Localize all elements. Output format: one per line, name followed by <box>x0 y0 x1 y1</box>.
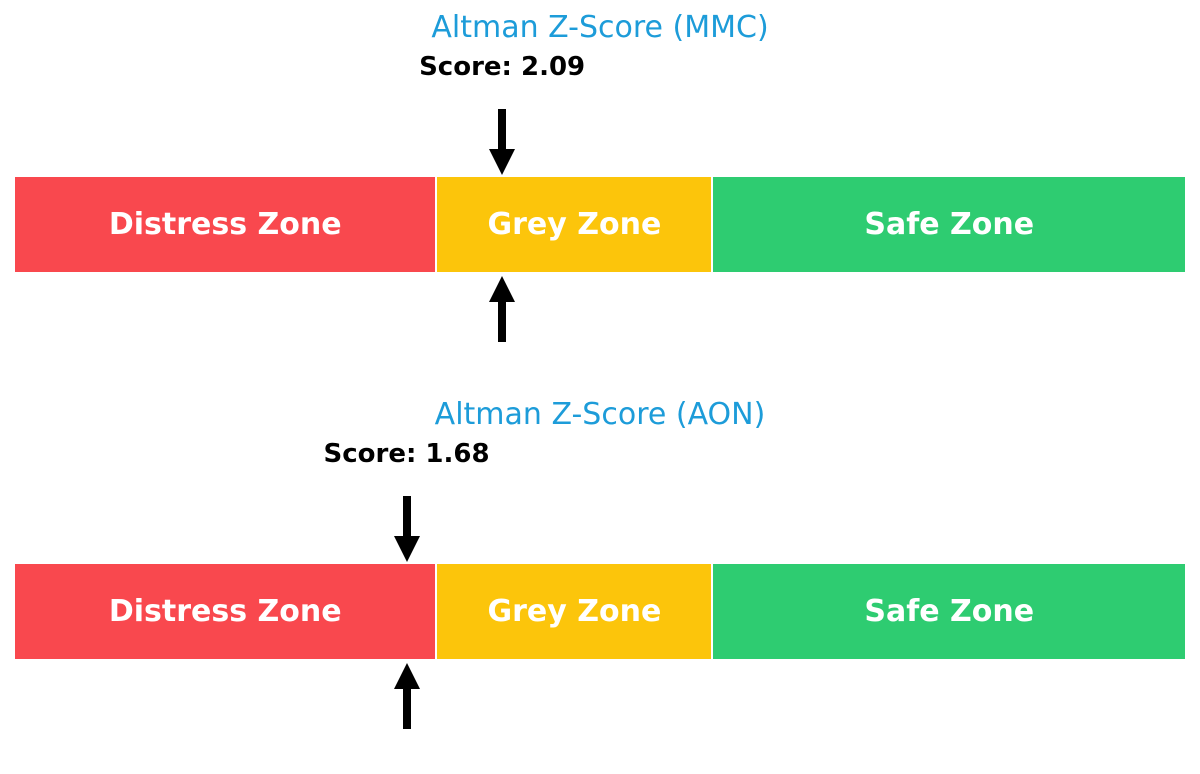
zone-label: Grey Zone <box>487 207 662 242</box>
chart-altman-aon: Altman Z-Score (AON) Score: 1.68 Distres… <box>0 387 1200 774</box>
zone-label: Distress Zone <box>108 207 342 242</box>
score-arrow-up-icon <box>393 663 420 729</box>
score-label: Score: 2.09 <box>419 52 586 82</box>
zone-safe: Safe Zone <box>713 564 1185 659</box>
zone-label: Grey Zone <box>487 594 662 629</box>
zone-bar: Distress Zone Grey Zone Safe Zone <box>15 177 1185 272</box>
chart-altman-mmc: Altman Z-Score (MMC) Score: 2.09 Distres… <box>15 10 1185 342</box>
score-arrow-up-icon <box>489 276 516 342</box>
zone-grey: Grey Zone <box>437 564 712 659</box>
zone-distress: Distress Zone <box>15 564 436 659</box>
zone-label: Safe Zone <box>864 594 1035 629</box>
zone-label: Safe Zone <box>864 207 1035 242</box>
score-arrow-down-icon <box>489 109 516 175</box>
zone-label: Distress Zone <box>108 594 342 629</box>
zone-distress: Distress Zone <box>15 177 436 272</box>
chart-title: Altman Z-Score (MMC) <box>431 10 769 45</box>
zone-safe: Safe Zone <box>713 177 1185 272</box>
zone-bar: Distress Zone Grey Zone Safe Zone <box>15 564 1185 659</box>
score-label: Score: 1.68 <box>323 439 490 469</box>
score-arrow-down-icon <box>393 496 420 562</box>
zone-grey: Grey Zone <box>437 177 712 272</box>
chart-title: Altman Z-Score (AON) <box>434 397 766 432</box>
